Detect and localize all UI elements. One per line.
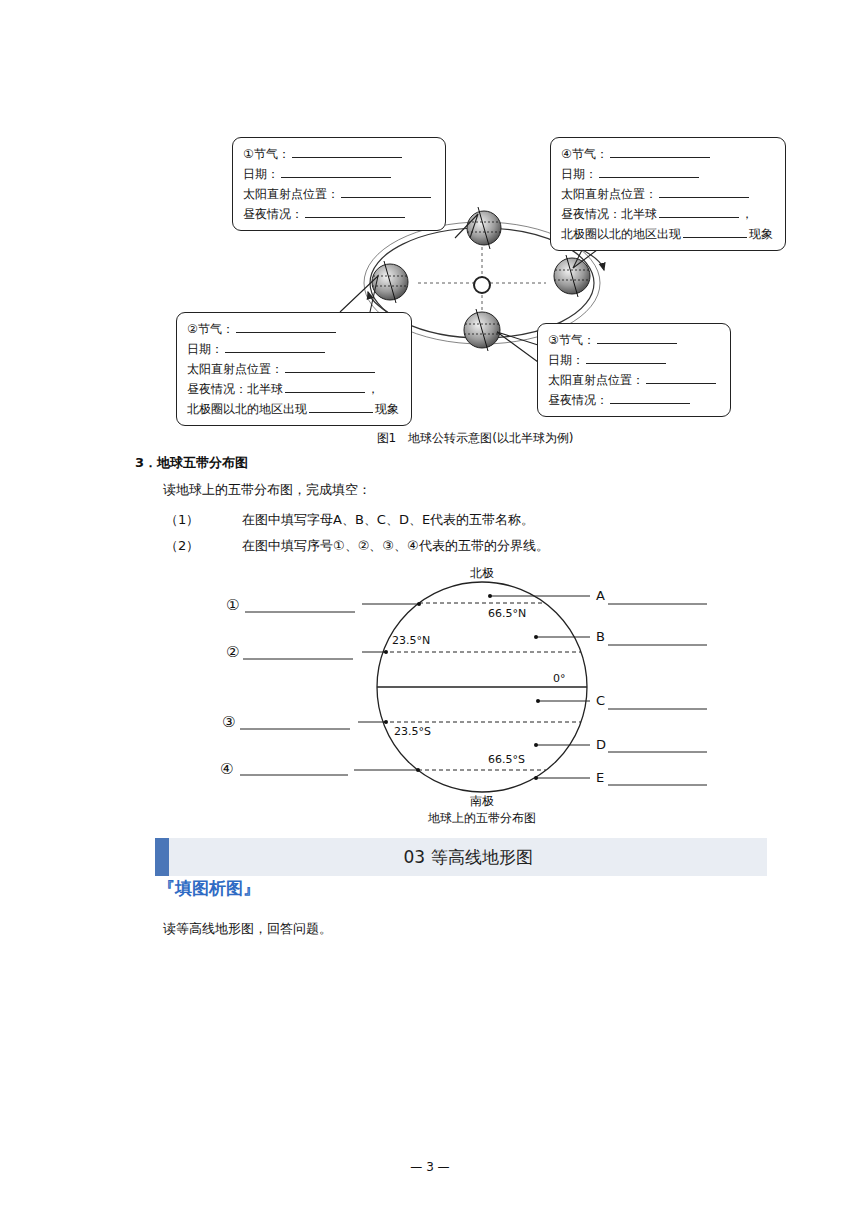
text-label: 66.5°S	[488, 753, 525, 766]
text-label: 北极	[470, 566, 494, 580]
answer-blank	[305, 204, 405, 218]
answer-blank	[236, 319, 336, 333]
text-row: 太阳直射点位置：	[548, 370, 718, 390]
answer-blank	[610, 144, 710, 158]
text-label: C	[596, 693, 605, 709]
prompt-text: 现象	[749, 227, 773, 241]
prompt-text: 日期：	[187, 342, 223, 356]
prompt-text: 昼夜情况：北半球	[561, 207, 657, 221]
text-label: 23.5°N	[392, 634, 430, 647]
text-label: 23.5°S	[394, 725, 431, 738]
prompt-text: ，	[741, 207, 753, 221]
five-zones-globe	[377, 582, 587, 792]
text-label: 读等高线地形图，回答问题。	[163, 921, 332, 937]
text-label: ③	[222, 713, 235, 731]
leader-dot	[384, 594, 540, 780]
prompt-text: 日期：	[561, 167, 597, 181]
text-label: ②	[226, 643, 239, 661]
text-row: 太阳直射点位置：	[561, 184, 773, 204]
text-row: ③节气：	[548, 330, 718, 350]
answer-blank	[309, 399, 373, 413]
text-row: 昼夜情况：北半球 ，	[187, 379, 399, 399]
text-label: 南极	[470, 794, 494, 808]
answer-blank	[683, 224, 747, 238]
leader-line	[240, 596, 707, 785]
answer-blank	[659, 204, 739, 218]
text-row: ②节气：	[187, 319, 399, 339]
text-label: 地球上的五带分布图	[428, 811, 536, 825]
answer-blank	[292, 144, 402, 158]
answer-blank	[646, 370, 716, 384]
answer-blank	[285, 359, 375, 373]
section-title: 03 等高线地形图	[403, 846, 532, 869]
text-label: 在图中填写序号①、②、③、④代表的五带的分界线。	[242, 538, 549, 554]
section-band: 03 等高线地形图	[155, 838, 767, 876]
text-row: ④节气：	[561, 144, 773, 164]
text-label: 在图中填写字母A、B、C、D、E代表的五带名称。	[242, 512, 534, 528]
answer-blank	[281, 164, 391, 178]
answer-blank	[659, 184, 749, 198]
text-row: 日期：	[243, 164, 433, 184]
text-label: B	[596, 629, 605, 645]
text-label: ①	[226, 596, 239, 614]
sun	[474, 277, 490, 293]
text-row: 昼夜情况：北半球 ，	[561, 204, 773, 224]
callout-box: ②节气： 日期： 太阳直射点位置： 昼夜情况：北半球 ， 北极圈以北的地区出现 现象	[176, 312, 412, 426]
text-row: 日期：	[548, 350, 718, 370]
text-row: 北极圈以北的地区出现 现象	[561, 224, 773, 244]
answer-blank	[599, 164, 699, 178]
prompt-text: ③节气：	[548, 333, 595, 347]
text-label: 66.5°N	[488, 607, 526, 620]
text-row: 日期：	[187, 339, 399, 359]
callout-box: ①节气： 日期： 太阳直射点位置： 昼夜情况：	[232, 137, 446, 231]
answer-blank	[225, 339, 325, 353]
prompt-text: 昼夜情况：	[243, 207, 303, 221]
text-label: A	[596, 588, 605, 604]
prompt-text: ，	[367, 382, 379, 396]
callout-box: ④节气： 日期： 太阳直射点位置： 昼夜情况：北半球 ， 北极圈以北的地区出现 现象	[550, 137, 786, 251]
text-label: 3．地球五带分布图	[135, 455, 248, 471]
answer-blank	[341, 184, 431, 198]
text-label: 『填图析图』	[158, 878, 260, 898]
prompt-text: 太阳直射点位置：	[548, 373, 644, 387]
answer-blank	[285, 379, 365, 393]
prompt-text: 昼夜情况：	[548, 393, 608, 407]
figure-caption: 图1 地球公转示意图(以北半球为例)	[377, 431, 574, 445]
answer-blank	[610, 390, 690, 404]
text-label: ④	[220, 760, 233, 778]
text-label: 读地球上的五带分布图，完成填空：	[163, 482, 371, 498]
text-label: E	[596, 770, 604, 786]
prompt-text: 太阳直射点位置：	[243, 187, 339, 201]
prompt-text: 日期：	[548, 353, 584, 367]
prompt-text: ④节气：	[561, 147, 608, 161]
prompt-text: 太阳直射点位置：	[561, 187, 657, 201]
prompt-text: 太阳直射点位置：	[187, 362, 283, 376]
prompt-text: 昼夜情况：北半球	[187, 382, 283, 396]
prompt-text: ②节气：	[187, 322, 234, 336]
text-row: 太阳直射点位置：	[187, 359, 399, 379]
prompt-text: ①节气：	[243, 147, 290, 161]
callout-box: ③节气： 日期： 太阳直射点位置： 昼夜情况：	[537, 323, 731, 417]
text-row: 昼夜情况：	[548, 390, 718, 410]
text-row: ①节气：	[243, 144, 433, 164]
answer-blank	[597, 330, 677, 344]
answer-blank	[586, 350, 666, 364]
text-label: D	[596, 737, 606, 753]
prompt-text: 日期：	[243, 167, 279, 181]
text-label: 0°	[553, 672, 566, 685]
text-label: （1）	[165, 512, 199, 528]
prompt-text: 现象	[375, 402, 399, 416]
text-label: （2）	[165, 538, 199, 554]
text-row: 北极圈以北的地区出现 现象	[187, 399, 399, 419]
text-row: 昼夜情况：	[243, 204, 433, 224]
text-label: — 3 —	[410, 1160, 449, 1174]
text-row: 日期：	[561, 164, 773, 184]
prompt-text: 北极圈以北的地区出现	[187, 402, 307, 416]
prompt-text: 北极圈以北的地区出现	[561, 227, 681, 241]
text-row: 太阳直射点位置：	[243, 184, 433, 204]
